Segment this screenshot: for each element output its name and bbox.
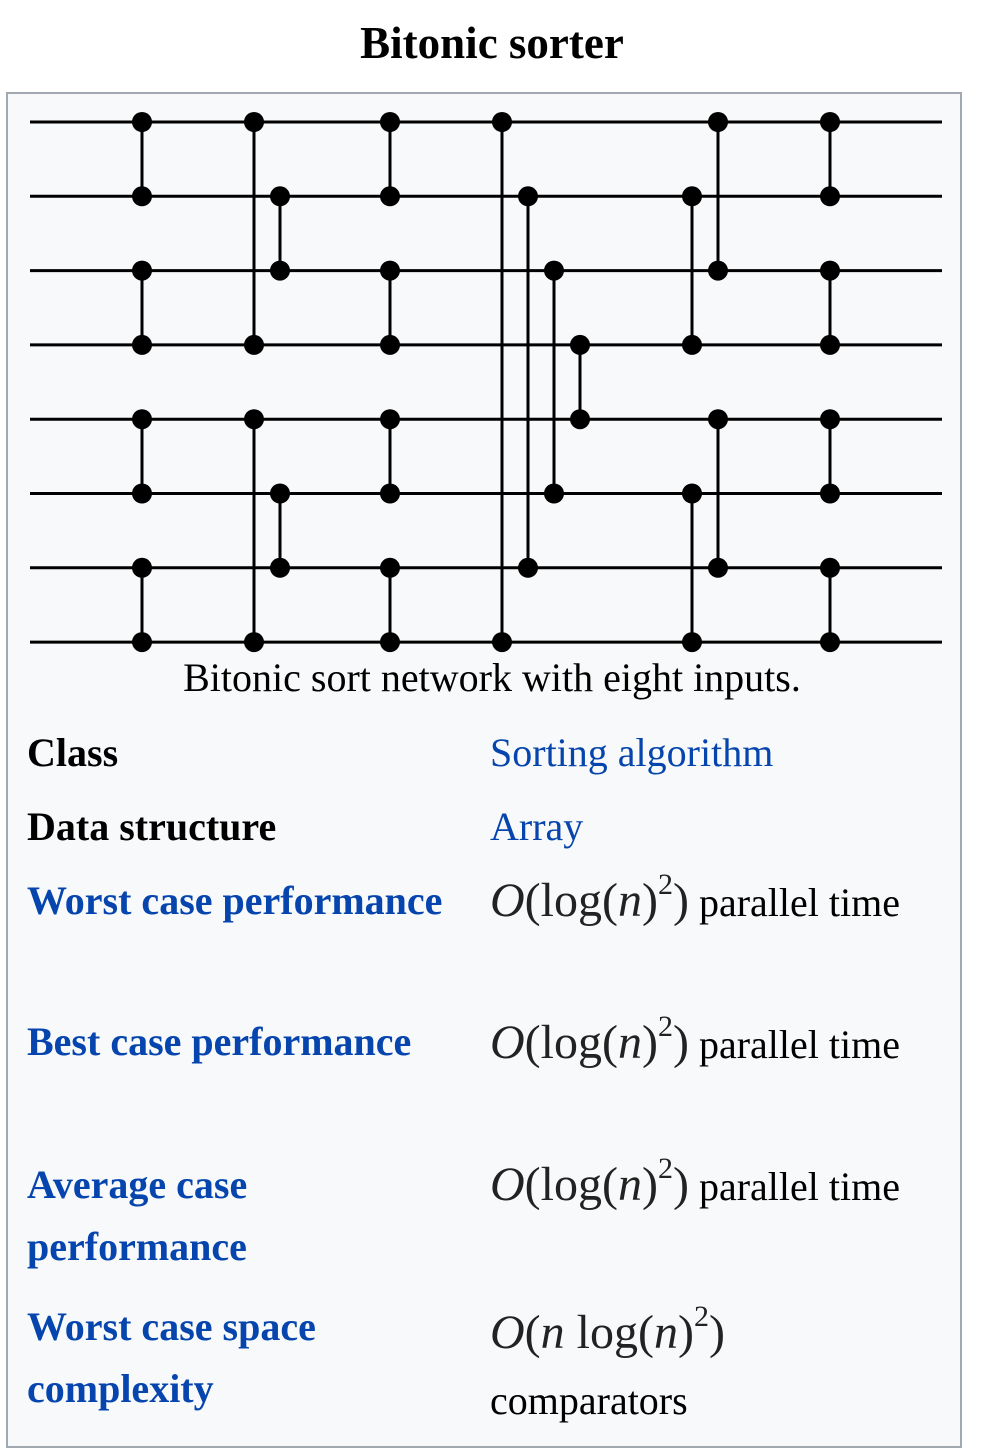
worst-case-formula: O(log(n)2): [490, 868, 689, 928]
comparator-node: [544, 483, 564, 504]
worst-case-space-complexity-link[interactable]: Worst case space complexity: [27, 1304, 316, 1411]
comparator-node: [132, 186, 152, 207]
comparator-node: [820, 186, 840, 207]
comparator-node: [682, 483, 702, 504]
image-caption: Bitonic sort network with eight inputs.: [183, 655, 801, 700]
comparator-node: [820, 260, 840, 281]
comparator-node: [820, 112, 840, 132]
average-case-formula: O(log(n)2): [490, 1152, 689, 1212]
best-case-formula: O(log(n)2): [490, 1010, 689, 1070]
comparator-node: [380, 260, 400, 281]
comparator-node: [708, 260, 728, 281]
best-case-performance-value: O(log(n)2) parallel time: [490, 1010, 930, 1078]
comparator-node: [682, 334, 702, 355]
comparator-node: [820, 409, 840, 430]
comparator-node: [270, 260, 290, 281]
space-complexity-formula: O(n log(n)2): [490, 1300, 725, 1360]
comparator-node: [380, 112, 400, 132]
comparator-node: [270, 186, 290, 207]
comparator-node: [380, 557, 400, 578]
comparator-node: [820, 483, 840, 504]
comparator-node: [682, 186, 702, 207]
average-case-suffix: parallel time: [698, 1164, 900, 1209]
comparator-node: [570, 334, 590, 355]
average-case-performance-link[interactable]: Average case performance: [27, 1162, 248, 1269]
comparator-node: [492, 112, 512, 132]
comparator-node: [244, 112, 264, 132]
comparator-node: [132, 483, 152, 504]
comparator-node: [132, 334, 152, 355]
best-case-suffix: parallel time: [698, 1022, 900, 1067]
comparator-node: [708, 409, 728, 430]
comparator-node: [132, 260, 152, 281]
infobox-title: Bitonic sorter: [360, 18, 624, 68]
comparator-node: [132, 409, 152, 430]
worst-case-performance-link[interactable]: Worst case performance: [27, 878, 443, 923]
comparator-node: [380, 334, 400, 355]
comparator-node: [570, 409, 590, 430]
comparator-node: [244, 334, 264, 355]
comparator-node: [518, 557, 538, 578]
comparator-node: [820, 632, 840, 653]
comparator-node: [708, 557, 728, 578]
data-structure-value-link[interactable]: Array: [490, 804, 584, 849]
comparator-node: [380, 186, 400, 207]
comparator-node: [270, 483, 290, 504]
space-complexity-suffix: comparators: [490, 1378, 688, 1423]
comparator-node: [132, 112, 152, 132]
comparator-node: [380, 409, 400, 430]
class-value-link[interactable]: Sorting algorithm: [490, 730, 774, 775]
worst-case-space-complexity-value: O(n log(n)2) comparators: [490, 1300, 930, 1434]
comparator-node: [244, 409, 264, 430]
comparator-node: [270, 557, 290, 578]
worst-case-suffix: parallel time: [698, 880, 900, 925]
comparator-node: [380, 632, 400, 653]
worst-case-performance-value: O(log(n)2) parallel time: [490, 868, 930, 936]
data-structure-label: Data structure: [27, 804, 277, 849]
comparator-node: [380, 483, 400, 504]
comparator-node: [708, 112, 728, 132]
comparator-node: [518, 186, 538, 207]
comparator-node: [132, 557, 152, 578]
class-label: Class: [27, 730, 119, 775]
average-case-performance-value: O(log(n)2) parallel time: [490, 1152, 930, 1220]
infobox: [6, 92, 962, 1448]
comparator-node: [132, 632, 152, 653]
comparator-node: [820, 334, 840, 355]
comparator-node: [492, 632, 512, 653]
comparator-node: [544, 260, 564, 281]
best-case-performance-link[interactable]: Best case performance: [27, 1019, 412, 1064]
comparator-node: [244, 632, 264, 653]
sorting-network-diagram: [30, 112, 942, 653]
comparator-node: [682, 632, 702, 653]
comparator-node: [820, 557, 840, 578]
